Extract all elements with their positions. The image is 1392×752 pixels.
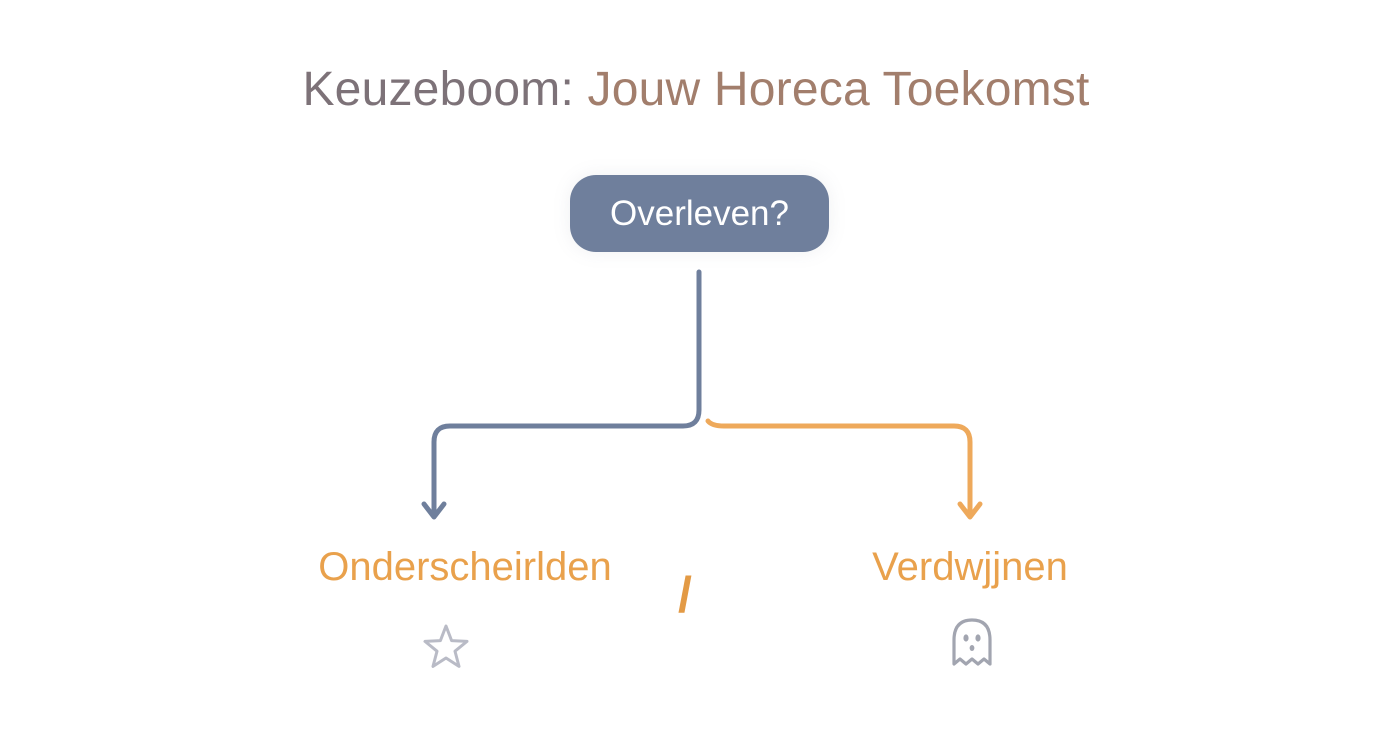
left-branch-arrowhead (421, 501, 447, 520)
left-outcome-label: Onderscheirlden (318, 545, 612, 589)
right-branch-arrowhead (957, 501, 983, 520)
title-part-a: Keuzeboom: (302, 63, 574, 116)
title-part-b: Jouw Horeca Toekomst (587, 63, 1090, 116)
right-outcome-label: Verdwjjnen (872, 545, 1068, 589)
star-icon (423, 624, 469, 668)
root-decision-node: Overleven? (570, 175, 829, 252)
ghost-icon (952, 618, 992, 666)
outcome-separator: / (678, 567, 692, 623)
diagram-title: Keuzeboom: Jouw Horeca Toekomst (0, 62, 1392, 117)
right-branch-connector (705, 418, 973, 515)
left-branch-connector (431, 269, 702, 515)
